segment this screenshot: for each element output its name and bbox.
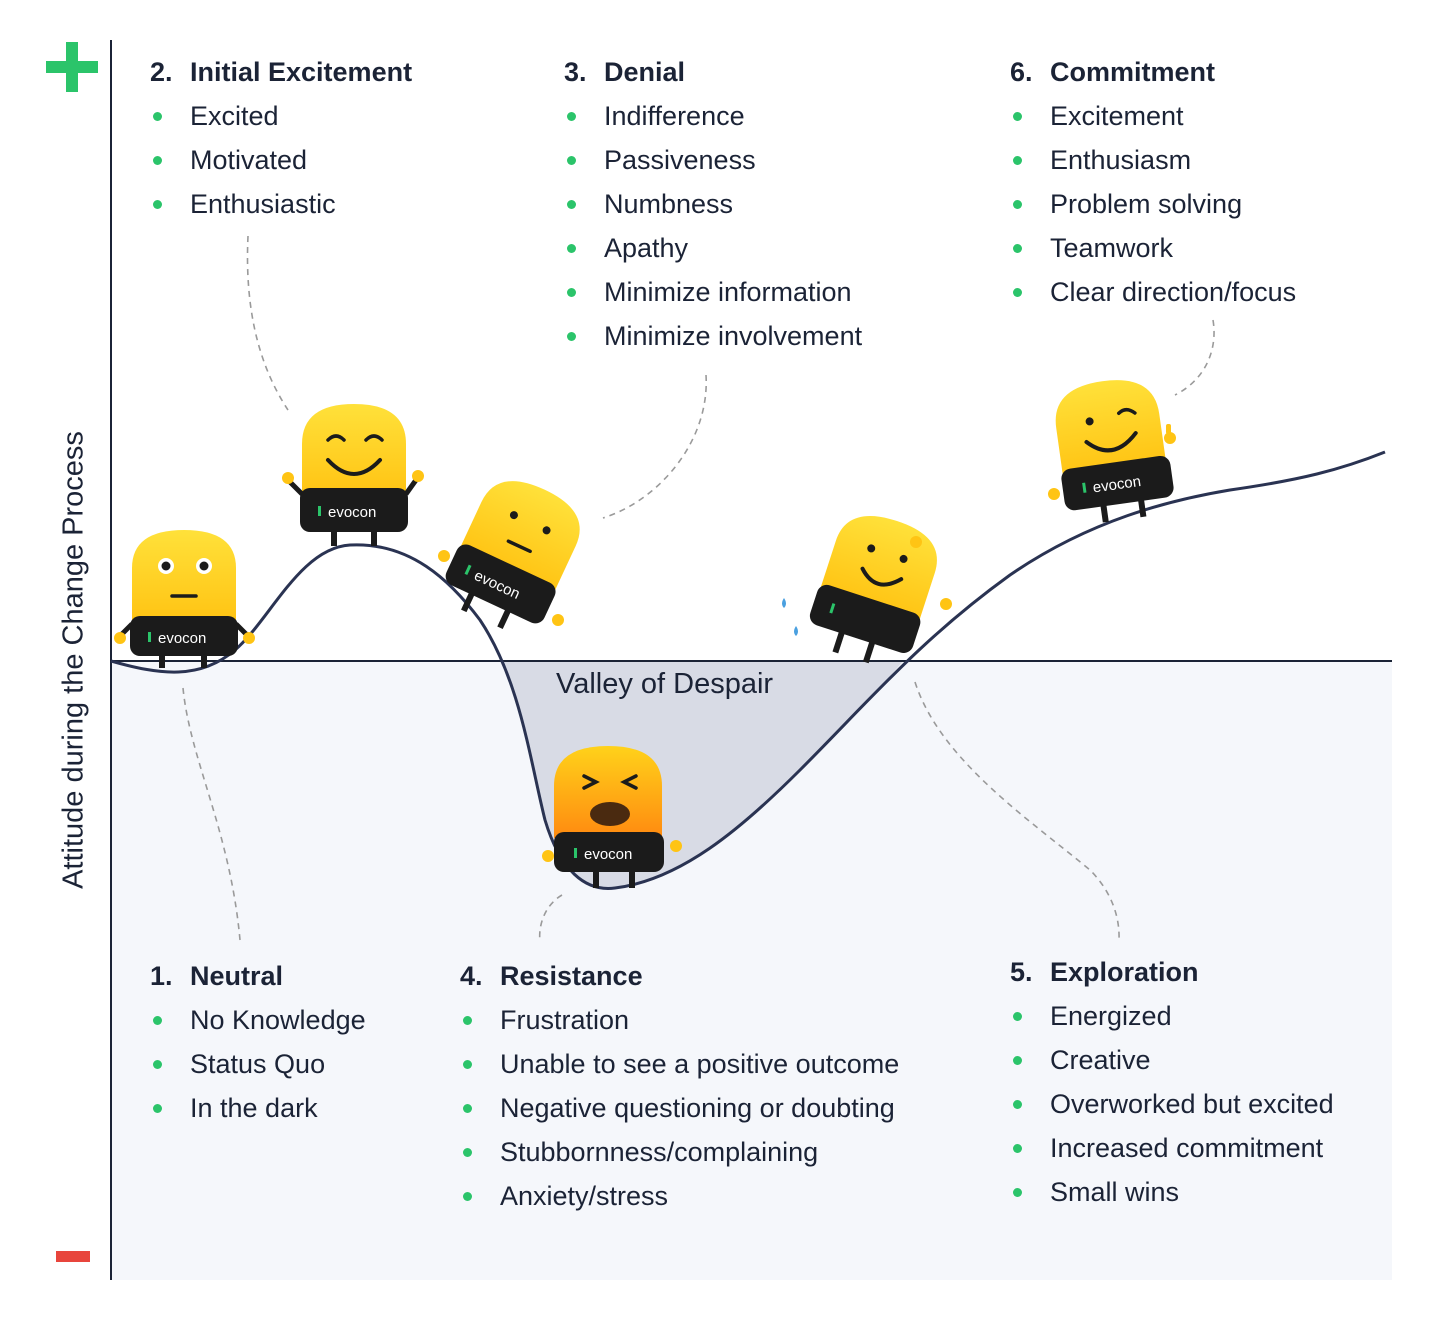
- stage-item: Teamwork: [1010, 226, 1430, 270]
- positive-indicator: [44, 40, 100, 96]
- mascot-commitment: evocon: [1048, 380, 1176, 523]
- stage-heading: 6. Commitment: [1010, 50, 1430, 94]
- stage-item: Apathy: [564, 226, 984, 270]
- minus-icon: [56, 1251, 90, 1262]
- stage-heading: 5. Exploration: [1010, 950, 1430, 994]
- change-curve: [110, 450, 1386, 890]
- stage-item: Stubbornness/complaining: [460, 1130, 960, 1174]
- stage-title: Exploration: [1050, 957, 1199, 987]
- mascot-resistance: evocon: [542, 746, 682, 888]
- stage-item: Problem solving: [1010, 182, 1430, 226]
- stage-heading: 4. Resistance: [460, 954, 960, 998]
- stage-number: 6.: [1010, 57, 1033, 87]
- mascot-brand-label: evocon: [584, 846, 632, 863]
- connector-lines: [182, 235, 1215, 943]
- stage-item: Anxiety/stress: [460, 1174, 960, 1218]
- stage-title: Commitment: [1050, 57, 1216, 87]
- stage-item: Status Quo: [150, 1042, 570, 1086]
- stage-item: Negative questioning or doubting: [460, 1086, 960, 1130]
- mascot-brand-label: evocon: [158, 630, 206, 647]
- connector-resistance: [538, 894, 563, 943]
- stage-items: Indifference Passiveness Numbness Apathy…: [564, 94, 984, 358]
- connector-denial: [602, 374, 707, 519]
- stage-items: Energized Creative Overworked but excite…: [1010, 994, 1430, 1214]
- stage-items: Excited Motivated Enthusiastic: [150, 94, 570, 226]
- stage-item: Increased commitment: [1010, 1126, 1430, 1170]
- mascot-brand-label: evocon: [328, 504, 376, 521]
- stage-heading: 2. Initial Excitement: [150, 50, 570, 94]
- stage-items: Excitement Enthusiasm Problem solving Te…: [1010, 94, 1430, 314]
- stage-number: 3.: [564, 57, 587, 87]
- stage-item: Motivated: [150, 138, 570, 182]
- stage-title: Initial Excitement: [190, 57, 413, 87]
- valley-of-despair-label: Valley of Despair: [556, 668, 774, 700]
- mascot-denial: evocon: [438, 481, 580, 630]
- mascot-neutral: evocon: [114, 530, 255, 668]
- stage-item: Unable to see a positive outcome: [460, 1042, 960, 1086]
- stage-item: Minimize involvement: [564, 314, 984, 358]
- connector-neutral: [182, 687, 241, 941]
- stage-item: Frustration: [460, 998, 960, 1042]
- stage-title: Denial: [604, 57, 686, 87]
- stage-item: Clear direction/focus: [1010, 270, 1430, 314]
- stage-items: Frustration Unable to see a positive out…: [460, 998, 960, 1218]
- stage-exploration: 5. Exploration Energized Creative Overwo…: [1010, 950, 1430, 1214]
- stage-title: Neutral: [190, 961, 284, 991]
- stage-item: Overworked but excited: [1010, 1082, 1430, 1126]
- stage-item: Passiveness: [564, 138, 984, 182]
- stage-heading: 1. Neutral: [150, 954, 570, 998]
- stage-neutral: 1. Neutral No Knowledge Status Quo In th…: [150, 954, 570, 1130]
- stage-items: No Knowledge Status Quo In the dark: [150, 998, 570, 1130]
- mascot-initial-excitement: evocon: [282, 404, 424, 546]
- connector-exploration: [914, 681, 1120, 941]
- stage-item: Excitement: [1010, 94, 1430, 138]
- stage-item: Small wins: [1010, 1170, 1430, 1214]
- stage-item: Enthusiastic: [150, 182, 570, 226]
- stage-number: 4.: [460, 961, 483, 991]
- stage-item: Numbness: [564, 182, 984, 226]
- stage-resistance: 4. Resistance Frustration Unable to see …: [460, 954, 960, 1218]
- negative-indicator: [56, 1250, 90, 1262]
- y-axis-label: Attitude during the Change Process: [57, 431, 90, 889]
- stage-denial: 3. Denial Indifference Passiveness Numbn…: [564, 50, 984, 358]
- stage-item: Creative: [1010, 1038, 1430, 1082]
- stage-title: Resistance: [500, 961, 643, 991]
- plus-icon: [46, 42, 98, 92]
- stage-item: No Knowledge: [150, 998, 570, 1042]
- stage-item: Energized: [1010, 994, 1430, 1038]
- stage-item: Enthusiasm: [1010, 138, 1430, 182]
- stage-item: Minimize information: [564, 270, 984, 314]
- stage-heading: 3. Denial: [564, 50, 984, 94]
- connector-initial-excitement: [246, 235, 289, 411]
- mascot-exploration: [782, 516, 952, 664]
- mascot-brand-label: evocon: [1092, 473, 1142, 497]
- stage-initial-excitement: 2. Initial Excitement Excited Motivated …: [150, 50, 570, 226]
- stage-item: Indifference: [564, 94, 984, 138]
- stage-item: Excited: [150, 94, 570, 138]
- stage-number: 5.: [1010, 957, 1033, 987]
- stage-number: 1.: [150, 961, 173, 991]
- connector-commitment: [1174, 319, 1215, 396]
- stage-commitment: 6. Commitment Excitement Enthusiasm Prob…: [1010, 50, 1430, 314]
- stage-item: In the dark: [150, 1086, 570, 1130]
- stage-number: 2.: [150, 57, 173, 87]
